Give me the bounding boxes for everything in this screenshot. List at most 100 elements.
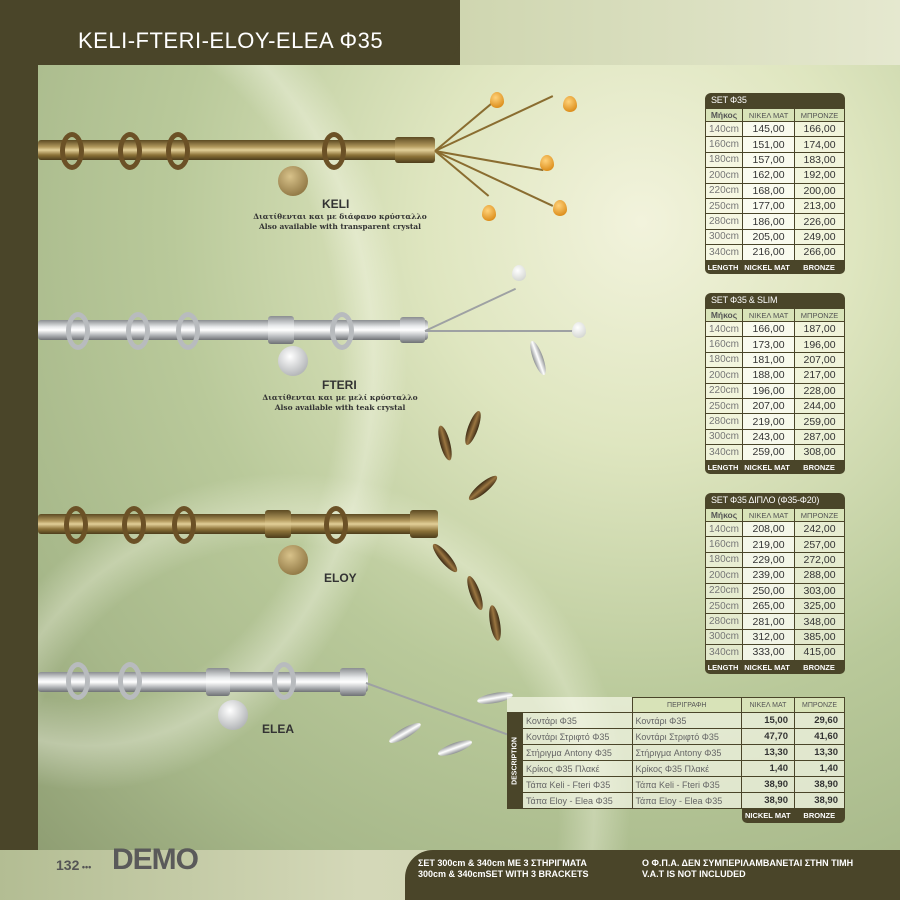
curtain-ring [330,312,354,350]
table-title: SET Φ35 ΔΙΠΛΟ (Φ35-Φ20) [705,493,845,508]
length-cell: 160cm [704,136,744,153]
curtain-ring [322,132,346,170]
nickel-price-cell: 219,00 [742,413,796,430]
column-header: ΜΠΡΟΝΖΕ [794,108,845,122]
vat-note-english: V.A.T IS NOT INCLUDED [642,869,746,879]
nickel-price-cell: 151,00 [742,136,796,153]
bronze-price-cell: 192,00 [794,167,845,184]
bronze-price-cell: 244,00 [794,397,845,415]
footer-label: NICKEL MAT [744,463,790,472]
nickel-price-cell: 38,90 [741,776,795,793]
demo-logo: DEMO [112,843,199,877]
header-strip [460,0,900,65]
bronze-price-cell: 200,00 [794,182,845,199]
curtain-ring [64,506,88,544]
bronze-price-cell: 242,00 [794,520,845,538]
curtain-ring [66,312,90,350]
bronze-price-cell: 29,60 [794,712,845,729]
nickel-price-cell: 177,00 [742,197,796,215]
header-bar [0,0,460,65]
blank-cell [508,698,633,713]
nickel-price-cell: 145,00 [742,120,796,138]
nickel-price-cell: 281,00 [742,613,796,630]
product-name: ELOY [324,571,357,585]
length-cell: 140cm [704,120,744,138]
bronze-price-cell: 207,00 [794,351,845,369]
length-cell: 160cm [704,336,744,353]
length-cell: 140cm [704,520,744,538]
note-english: Also available with teak crystal [274,403,406,412]
col-description: ΠΕΡΙΓΡΑΦΗ [631,697,742,713]
nickel-price-cell: 168,00 [742,182,796,199]
curtain-rod [38,320,428,340]
column-header: ΜΠΡΟΝΖΕ [794,308,845,322]
curtain-ring [118,662,142,700]
curtain-ring [172,506,196,544]
wall-bracket [218,700,248,730]
footer-label: BRONZE [803,463,835,472]
table-footer: LENGTH NICKEL MAT BRONZE [705,461,845,474]
brackets-note-greek: ΣΕΤ 300cm & 340cm ΜΕ 3 ΣΤΗΡΙΓΜΑΤΑ [418,858,587,868]
footer-label: LENGTH [707,463,739,472]
nickel-price-cell: 157,00 [742,151,796,169]
brackets-note-english: 300cm & 340cmSET WITH 3 BRACKETS [418,869,589,879]
length-cell: 280cm [704,213,744,230]
curtain-ring [126,312,150,350]
bronze-price-cell: 415,00 [794,644,845,661]
bronze-price-cell: 257,00 [794,536,845,553]
bronze-price-cell: 348,00 [794,613,845,630]
logo-text: DEMO [112,843,199,876]
curtain-ring [118,132,142,170]
amber-crystal [553,200,567,216]
product-name: ELEA [262,722,295,736]
bronze-price-cell: 187,00 [794,320,845,338]
table-title: SET Φ35 [705,93,845,108]
length-cell: 180cm [704,351,744,369]
product-note: Διατίθενται και με διάφανο κρύσταλλο Als… [225,212,455,232]
footer-bar [405,850,900,900]
product-name: FTERI [322,378,357,392]
nickel-price-cell: 181,00 [742,351,796,369]
bronze-price-cell: 41,60 [794,728,845,745]
nickel-price-cell: 239,00 [742,567,796,584]
bronze-price-cell: 174,00 [794,136,845,153]
curtain-ring [176,312,200,350]
rod-joint [206,668,230,696]
note-english: Also available with transparent crystal [258,222,422,231]
rod-joint [268,316,294,344]
column-header: ΝΙΚΕΛ ΜΑΤ [742,308,796,322]
length-cell: 180cm [704,551,744,569]
rod-finial-cap [395,137,435,163]
bronze-price-cell: 303,00 [794,582,845,599]
nickel-price-cell: 173,00 [742,336,796,353]
col-nickel: ΝΙΚΕΛ ΜΑΤ [741,697,795,713]
item-name-cell: Στήριγμα Antony Φ35 [522,744,633,761]
vat-note-greek: Ο Φ.Π.Α. ΔΕΝ ΣΥΜΠΕΡΙΛΑΜΒΑΝΕΤΑΙ ΣΤΗΝ ΤΙΜΗ [642,858,854,868]
item-description-cell: Στήριγμα Antony Φ35 [631,744,742,761]
length-cell: 300cm [704,628,744,646]
nickel-price-cell: 1,40 [741,760,795,777]
item-name-cell: Κρίκος Φ35 Πλακέ [522,760,633,777]
product-name: KELI [322,197,350,211]
